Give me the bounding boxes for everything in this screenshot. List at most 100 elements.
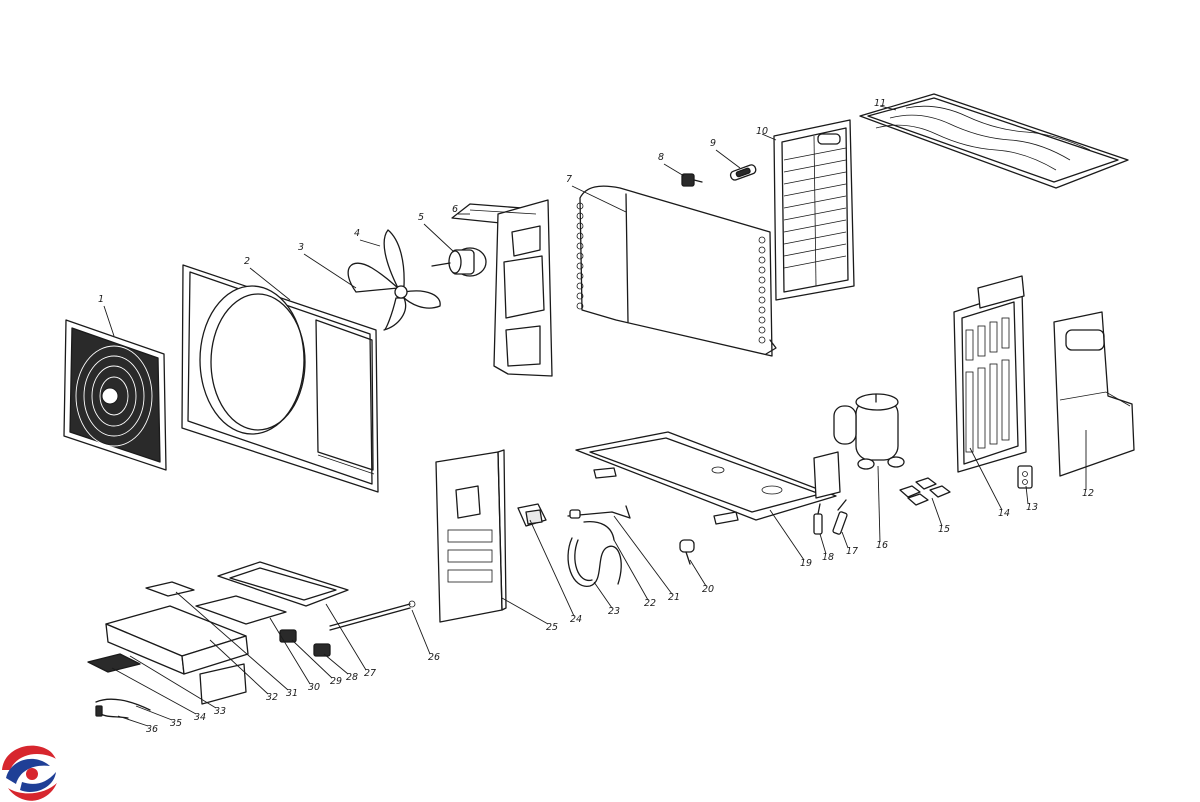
part-front-grille (63, 319, 167, 471)
part-condenser-coil (576, 185, 777, 357)
leader-line-30 (269, 617, 311, 685)
callout-18: 18 (822, 552, 834, 563)
leader-line-33 (129, 655, 217, 709)
leader-line-34 (111, 667, 197, 715)
part-front-panel (181, 264, 379, 493)
part-electric-cover (217, 561, 349, 607)
callout-29: 29 (330, 676, 342, 687)
leader-line-10 (761, 133, 777, 141)
callout-34: 34 (194, 712, 206, 723)
callout-3: 3 (298, 242, 304, 253)
callout-13: 13 (1026, 502, 1038, 513)
leader-line-24 (529, 519, 575, 617)
leader-line-16 (877, 465, 881, 543)
part-fan-motor (431, 247, 487, 277)
brand-swirl-logo (1, 743, 59, 801)
part-heat-sink (87, 653, 141, 673)
leader-line-7 (571, 185, 627, 213)
leader-line-19 (769, 509, 805, 561)
callout-31: 31 (286, 688, 298, 699)
part-pipe-assembly (567, 505, 631, 519)
part-handle (729, 164, 757, 181)
callout-33: 33 (214, 706, 226, 717)
leader-line-4 (359, 239, 381, 247)
callout-17: 17 (846, 546, 858, 557)
leader-line-9 (715, 149, 741, 169)
leader-line-18 (819, 533, 827, 555)
leader-line-13 (1025, 485, 1029, 505)
leader-line-21 (613, 515, 673, 595)
callout-32: 32 (266, 692, 278, 703)
leader-line-22 (613, 539, 649, 601)
callout-36: 36 (146, 724, 158, 735)
callout-5: 5 (418, 212, 424, 223)
leader-line-29 (291, 639, 333, 679)
part-compressor (833, 393, 905, 470)
part-control-board (195, 595, 287, 625)
callout-8: 8 (658, 152, 664, 163)
leader-line-26 (411, 609, 431, 655)
callout-7: 7 (566, 174, 572, 185)
callout-16: 16 (876, 540, 888, 551)
callout-15: 15 (938, 524, 950, 535)
leader-line-25 (501, 597, 549, 625)
callout-12: 12 (1082, 488, 1094, 499)
part-electric-box (105, 605, 249, 705)
part-partition-plate (435, 449, 507, 623)
part-fan-blade (347, 229, 441, 331)
callout-35: 35 (170, 718, 182, 729)
callout-2: 2 (244, 256, 250, 267)
part-top-cover (859, 93, 1129, 189)
callout-10: 10 (756, 126, 768, 137)
callout-20: 20 (702, 584, 714, 595)
callout-1: 1 (98, 294, 104, 305)
callout-4: 4 (354, 228, 360, 239)
callout-23: 23 (608, 606, 620, 617)
part-side-cover (1053, 311, 1135, 477)
leader-line-20 (689, 559, 707, 587)
part-small-clip (681, 173, 703, 187)
leader-line-32 (209, 639, 269, 695)
part-rubber-feet (899, 477, 951, 506)
callout-11: 11 (874, 98, 886, 109)
callout-28: 28 (346, 672, 358, 683)
callout-26: 26 (428, 652, 440, 663)
leader-line-8 (663, 163, 685, 177)
part-rear-grille (773, 119, 855, 301)
part-base-pan (575, 431, 841, 525)
part-stop-valve (813, 503, 823, 535)
leader-line-31 (175, 591, 289, 691)
part-sensor-probe (95, 705, 129, 719)
leader-line-5 (423, 223, 455, 253)
leader-line-36 (117, 715, 149, 727)
part-service-valve (832, 499, 848, 535)
part-four-way-valve (679, 539, 695, 565)
part-motor-support (451, 199, 553, 377)
part-cable (329, 600, 416, 631)
callout-layer: 1234567891011121314151617181920212223242… (98, 98, 1094, 735)
leader-line-14 (969, 447, 1003, 511)
part-capillary-tube (583, 520, 615, 541)
callout-25: 25 (546, 622, 558, 633)
part-capacitor (279, 629, 297, 643)
callout-6: 6 (452, 204, 458, 215)
part-reactor (517, 503, 547, 527)
leader-line-3 (303, 253, 357, 289)
part-heat-exchanger-loop (567, 537, 622, 587)
part-right-panel (953, 275, 1027, 473)
leader-line-1 (103, 305, 115, 337)
part-terminal-block (313, 643, 331, 657)
callout-24: 24 (570, 614, 582, 625)
leader-line-11 (879, 105, 897, 111)
callout-14: 14 (998, 508, 1010, 519)
leader-line-28 (323, 653, 349, 675)
part-sensor-wire (95, 698, 151, 711)
callout-21: 21 (668, 592, 680, 603)
callout-9: 9 (710, 138, 716, 149)
callout-27: 27 (364, 668, 376, 679)
leader-line-23 (593, 581, 613, 609)
leader-line-17 (841, 531, 849, 549)
callout-22: 22 (644, 598, 656, 609)
callout-19: 19 (800, 558, 812, 569)
